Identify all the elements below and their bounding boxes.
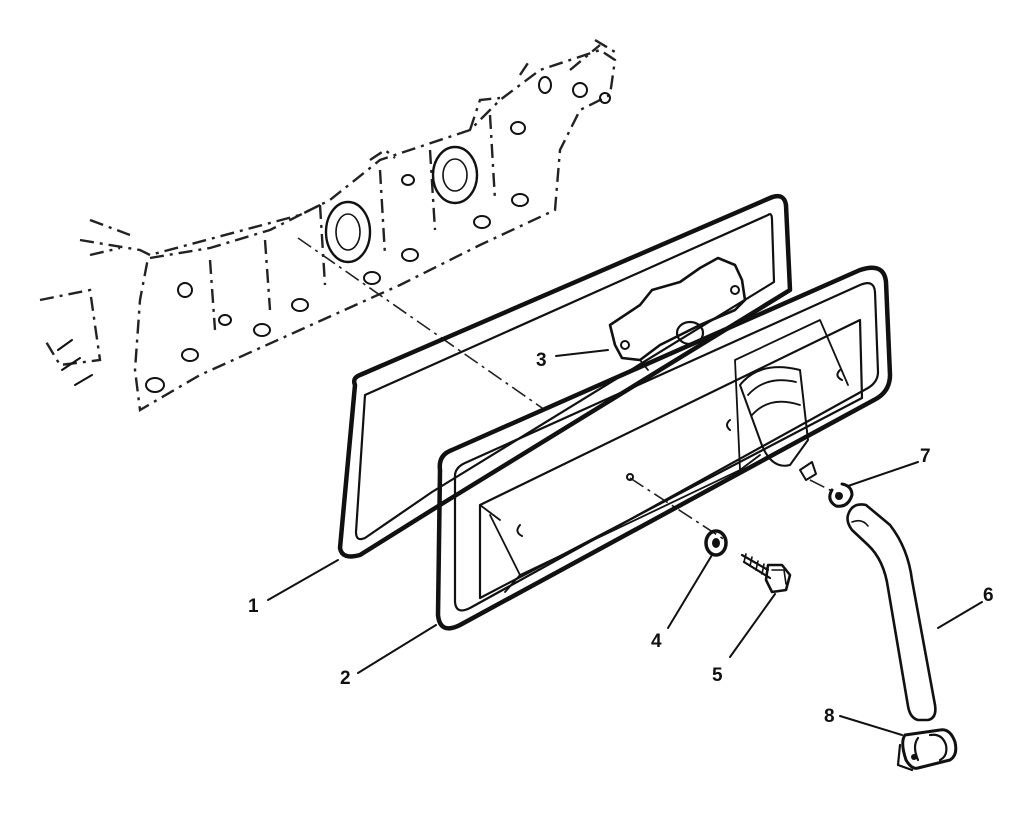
callout-3: 3 — [536, 350, 547, 371]
callout-5: 5 — [712, 665, 723, 686]
rocker-cover — [435, 265, 893, 631]
callout-8: 8 — [824, 706, 835, 727]
cylinder-head-phantom — [39, 38, 617, 412]
callout-7: 7 — [920, 446, 931, 467]
leader-line-5 — [729, 593, 776, 658]
callout-1: 1 — [248, 596, 259, 617]
hose-clamp — [828, 482, 854, 508]
bolt — [740, 553, 792, 594]
baffle-plate — [608, 256, 747, 371]
callout-6: 6 — [983, 585, 994, 606]
leader-lines — [267, 349, 983, 736]
washer — [704, 529, 728, 557]
leader-line-3 — [555, 349, 609, 357]
leader-line-1 — [267, 559, 339, 601]
rocker-cover-gasket — [337, 193, 793, 559]
callout-2: 2 — [340, 668, 351, 689]
hose-clip — [896, 728, 958, 772]
leader-line-4 — [667, 554, 713, 629]
leader-line-6 — [937, 601, 983, 629]
alignment-centerline — [297, 237, 841, 541]
leader-line-7 — [847, 461, 919, 487]
callout-labels: 1 2 3 4 5 6 7 8 — [248, 350, 994, 727]
breather-hose — [846, 503, 937, 722]
leader-line-8 — [839, 715, 903, 736]
callout-4: 4 — [651, 631, 662, 652]
leader-line-2 — [357, 624, 437, 674]
